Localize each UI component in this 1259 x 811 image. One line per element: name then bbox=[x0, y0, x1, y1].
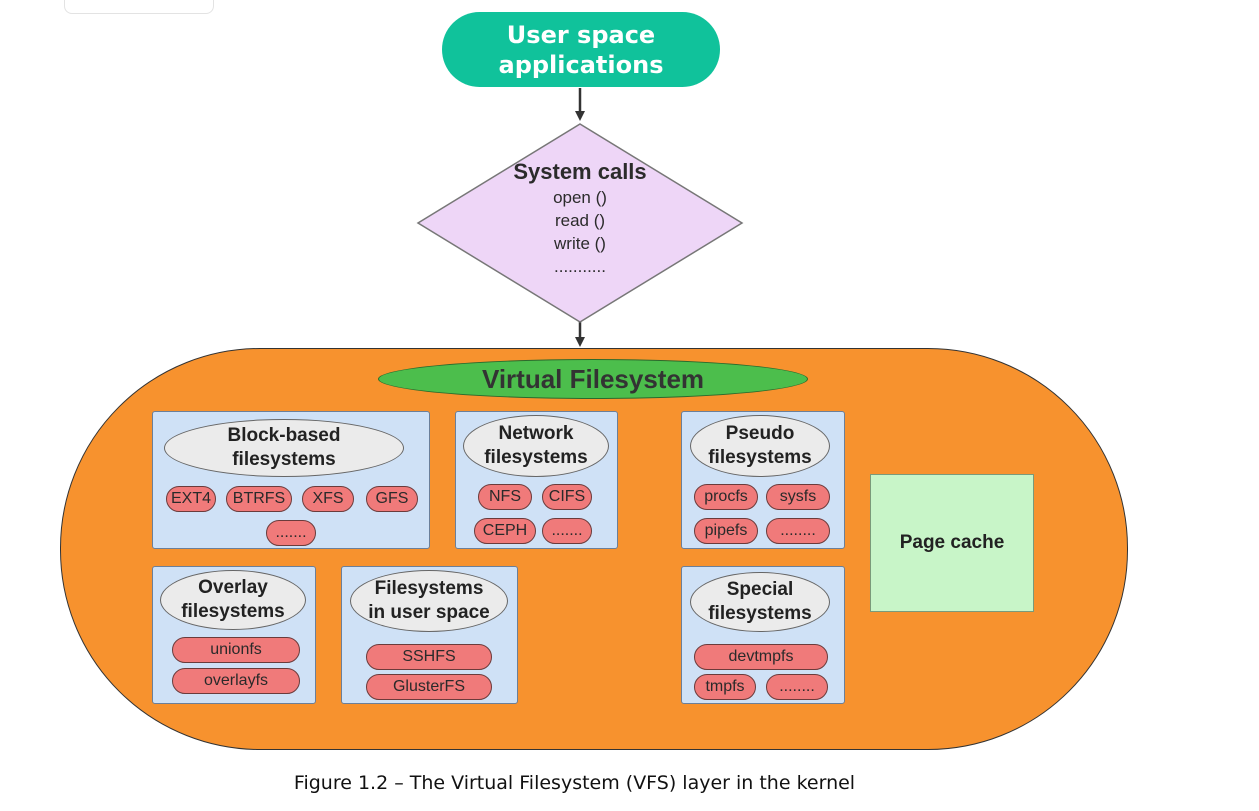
syscalls-title: System calls bbox=[513, 159, 647, 184]
fs-chip: devtmpfs bbox=[694, 644, 828, 670]
group-title-special: Special filesystems bbox=[690, 572, 830, 632]
vfs-title: Virtual Filesystem bbox=[378, 359, 808, 399]
syscall-item: write () bbox=[554, 234, 606, 253]
page-cache-box: Page cache bbox=[870, 474, 1034, 612]
fs-chip: BTRFS bbox=[226, 486, 292, 512]
group-title-pseudo: Pseudo filesystems bbox=[690, 415, 830, 477]
fs-chip: overlayfs bbox=[172, 668, 300, 694]
fs-chip: CIFS bbox=[542, 484, 592, 510]
fs-chip: SSHFS bbox=[366, 644, 492, 670]
fs-chip: tmpfs bbox=[694, 674, 756, 700]
fs-chip: XFS bbox=[302, 486, 354, 512]
fs-chip: unionfs bbox=[172, 637, 300, 663]
group-title-network: Network filesystems bbox=[463, 415, 609, 477]
fs-chip: pipefs bbox=[694, 518, 758, 544]
group-title-label: Block-based filesystems bbox=[227, 425, 341, 470]
fs-chip: GlusterFS bbox=[366, 674, 492, 700]
top-tab-fragment bbox=[64, 0, 214, 14]
group-title-label: Network filesystems bbox=[484, 423, 588, 468]
syscalls-diamond bbox=[416, 123, 744, 323]
fs-chip: procfs bbox=[694, 484, 758, 510]
group-title-block-based: Block-based filesystems bbox=[164, 419, 404, 477]
figure-caption: Figure 1.2 – The Virtual Filesystem (VFS… bbox=[293, 772, 856, 794]
user-space-label: User space applications bbox=[498, 20, 664, 79]
group-title-fuse: Filesystems in user space bbox=[350, 570, 508, 632]
syscall-item: ........... bbox=[554, 257, 606, 276]
fs-chip: NFS bbox=[478, 484, 532, 510]
fs-chip: EXT4 bbox=[166, 486, 216, 512]
fs-chip: GFS bbox=[366, 486, 418, 512]
group-title-overlay: Overlay filesystems bbox=[160, 570, 306, 630]
fs-chip: sysfs bbox=[766, 484, 830, 510]
fs-chip: ....... bbox=[542, 518, 592, 544]
group-title-label: Filesystems in user space bbox=[368, 578, 490, 623]
group-title-label: Pseudo filesystems bbox=[708, 423, 812, 468]
fs-chip: ........ bbox=[766, 518, 830, 544]
fs-chip: ....... bbox=[266, 520, 316, 546]
group-title-label: Special filesystems bbox=[708, 579, 812, 624]
fs-chip: ........ bbox=[766, 674, 828, 700]
syscall-item: open () bbox=[553, 188, 607, 207]
user-space-node: User space applications bbox=[442, 12, 720, 87]
syscalls-content: System calls open () read () write () ..… bbox=[470, 158, 690, 278]
syscall-item: read () bbox=[554, 211, 606, 230]
fs-chip: CEPH bbox=[474, 518, 536, 544]
group-title-label: Overlay filesystems bbox=[181, 577, 285, 622]
